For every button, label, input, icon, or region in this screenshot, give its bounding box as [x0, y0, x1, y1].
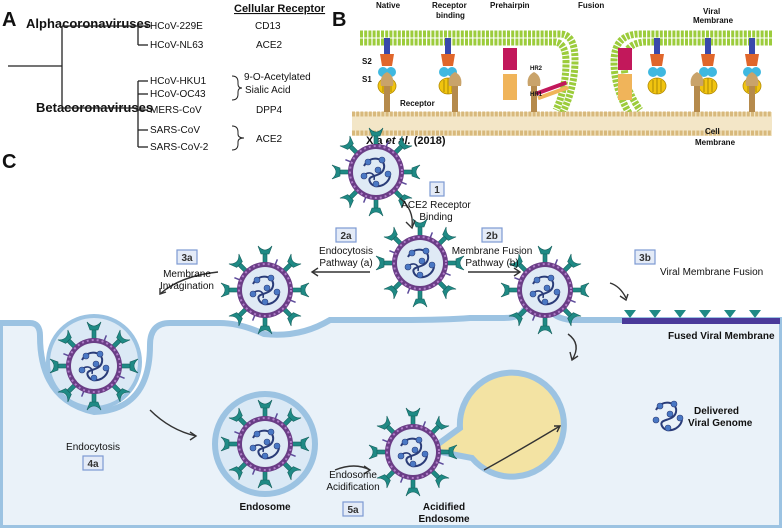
step-3a-line1: Membrane [163, 269, 211, 280]
stage-receptor: Receptor [432, 1, 467, 10]
stage-fusion: Fusion [578, 1, 604, 10]
virus-list: HCoV-229E HCoV-NL63 HCoV-HKU1 HCoV-OC43 … [150, 21, 209, 153]
receptor-name: Sialic Acid [245, 85, 291, 96]
step-2a-line1: Endocytosis [319, 246, 373, 257]
step-5a-line1: Endosome [329, 470, 377, 481]
endosome [212, 391, 318, 497]
structure-labels: Fused Viral Membrane Delivered Viral Gen… [239, 331, 775, 525]
step-4a-line1: Endocytosis [66, 442, 120, 453]
virus-endocytosis-start [220, 245, 310, 335]
step-5a-line2: Acidification [326, 482, 379, 493]
virus-name: HCoV-HKU1 [150, 76, 207, 87]
stage-binding: binding [436, 11, 465, 20]
endosome-label: Endosome [239, 502, 291, 513]
receptor-brackets [231, 75, 245, 151]
panel-b-labels: Native Receptor binding Prehairpin Fusio… [362, 1, 736, 147]
virus-name: SARS-CoV [150, 125, 200, 136]
receptor-name: ACE2 [256, 134, 283, 145]
phylo-tree [8, 25, 148, 148]
stage-prehairpin: Prehairpin [490, 1, 530, 10]
acidified-endosome [368, 369, 567, 497]
hr1-label: HR1 [530, 92, 543, 98]
step-markers: 1 2a 2b 3a 3b 4a 5a [82, 181, 656, 517]
cell-membrane [352, 111, 772, 136]
acidified-label-1: Acidified [423, 502, 465, 513]
viral-membrane-label-2: Membrane [693, 16, 734, 25]
virus-name: SARS-CoV-2 [150, 142, 209, 153]
panel-a-label: A [2, 9, 16, 31]
fused-viral-membrane [622, 310, 780, 324]
stage-native: Native [376, 1, 401, 10]
receptor-name: 9-O-Acetylated [244, 72, 311, 83]
citation-year: (2018) [411, 135, 446, 147]
step-2b-number: 2b [486, 231, 498, 242]
s1-label: S1 [362, 75, 372, 84]
receptor-list: CD13 ACE2 9-O-Acetylated Sialic Acid DPP… [244, 21, 311, 145]
s2-label: S2 [362, 57, 372, 66]
virus-center [375, 218, 465, 308]
panel-c-entry-pathways: C [0, 127, 782, 528]
cell-membrane-label-1: Cell [705, 127, 720, 136]
viral-membrane-label-1: Viral [703, 7, 720, 16]
receptor-name: ACE2 [256, 40, 283, 51]
cell-membrane-label-2: Membrane [695, 138, 736, 147]
alphacoronaviruses-label: Alphacoronaviruses [26, 16, 151, 31]
step-2b-line1: Membrane Fusion [452, 246, 533, 257]
virus-name: HCoV-NL63 [150, 40, 204, 51]
step-1-line1: ACE2 Receptor [401, 200, 471, 211]
hairpin-proteins [503, 48, 632, 101]
fused-membrane-label: Fused Viral Membrane [668, 331, 775, 342]
step-4a-number: 4a [87, 459, 99, 470]
step-3b-line1: Viral Membrane Fusion [660, 267, 763, 278]
panel-b-fusion-mechanism: B [332, 1, 772, 147]
step-1-line2: Binding [419, 212, 452, 223]
receptor-name: CD13 [255, 21, 281, 32]
delivered-label-2: Viral Genome [688, 418, 753, 429]
delivered-label-1: Delivered [694, 406, 739, 417]
step-3b-number: 3b [639, 253, 651, 264]
virus-name: HCoV-229E [150, 21, 203, 32]
hr2-label: HR2 [530, 66, 543, 72]
acidified-label-2: Endosome [418, 514, 470, 525]
step-5a-number: 5a [347, 505, 359, 516]
step-2a-line2: Pathway (a) [319, 258, 372, 269]
receptor-name: DPP4 [256, 105, 283, 116]
step-2b-line2: Pathway (b) [465, 258, 518, 269]
panel-a-phylogeny: A Alphacoronaviruses Betacoronaviruses C… [2, 3, 326, 153]
panel-b-label: B [332, 9, 346, 31]
step-3a-number: 3a [181, 253, 193, 264]
step-3a-line2: Invagination [160, 281, 214, 292]
pathway-arrows [149, 197, 629, 475]
panel-c-label: C [2, 151, 16, 173]
virus-name: HCoV-OC43 [150, 89, 206, 100]
step-1-number: 1 [434, 185, 440, 196]
receptor-header: Cellular Receptor [234, 3, 326, 15]
spike-proteins [377, 37, 762, 95]
step-2a-number: 2a [340, 231, 352, 242]
receptor-label: Receptor [400, 99, 435, 108]
step-labels: ACE2 Receptor Binding Endocytosis Pathwa… [66, 200, 763, 493]
virus-name: MERS-CoV [150, 105, 202, 116]
